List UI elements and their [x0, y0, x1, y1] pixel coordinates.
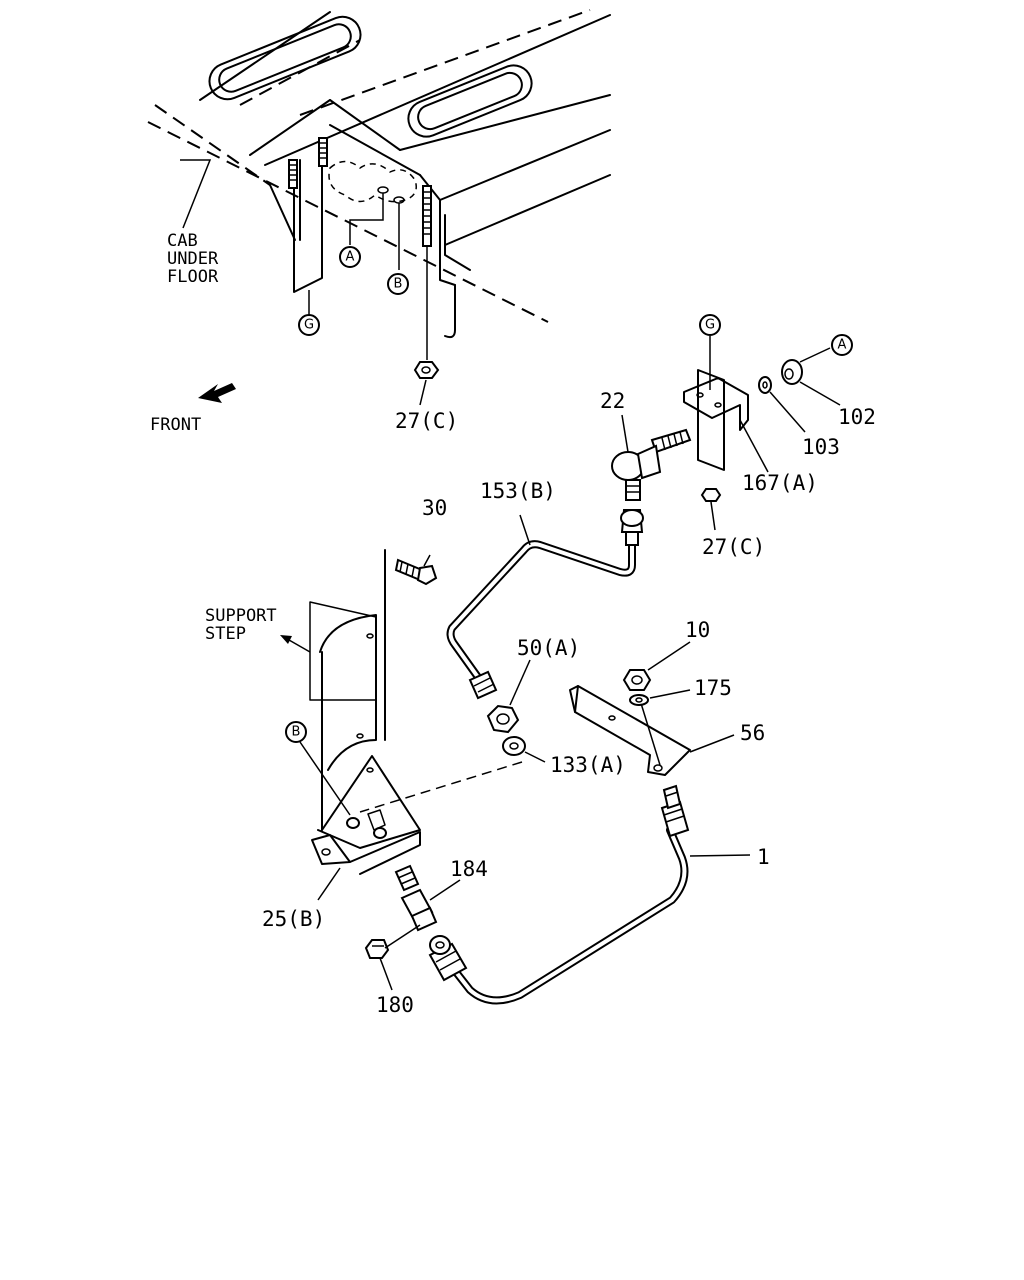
- ref-circle-g-top: G: [298, 314, 320, 336]
- part-label-153b: 153(B): [480, 479, 556, 503]
- part-label-1: 1: [757, 845, 770, 869]
- support-step-line2: STEP: [205, 624, 246, 644]
- part-label-180: 180: [376, 993, 414, 1017]
- flange-nut-27c-mid: [700, 488, 722, 531]
- part-label-102: 102: [838, 405, 876, 429]
- support-step-line1: SUPPORT: [205, 606, 277, 626]
- cab-leader: [180, 159, 212, 229]
- cab-label-line1: CAB: [167, 231, 198, 251]
- svg-text:A: A: [346, 250, 355, 265]
- washer-103: [758, 376, 806, 433]
- part-label-10: 10: [685, 618, 710, 642]
- front-arrow-icon: [198, 383, 236, 403]
- stud-mid: [318, 137, 328, 167]
- pipe-153b: [446, 509, 644, 700]
- washer-175: [629, 689, 691, 706]
- bolt-30: [394, 554, 438, 586]
- cab-label-line2: UNDER: [167, 249, 219, 269]
- nut-102: [781, 347, 841, 406]
- svg-text:G: G: [304, 318, 314, 333]
- part-label-175: 175: [694, 676, 732, 700]
- connector-22: [611, 414, 692, 501]
- part-label-133a: 133(A): [550, 753, 626, 777]
- ref-circle-g-bracket: G: [699, 314, 721, 336]
- nut-10: [622, 641, 691, 691]
- ref-circle-a-top: A: [339, 246, 361, 268]
- part-label-22: 22: [600, 389, 625, 413]
- part-label-27c-top: 27(C): [395, 409, 458, 433]
- support-step-arrow-icon: [280, 635, 311, 653]
- hose-1: [428, 784, 751, 1005]
- ref-circle-b-top: B: [387, 273, 409, 295]
- cab-label-line3: FLOOR: [167, 267, 219, 287]
- fitting-184: [394, 864, 461, 932]
- part-label-167a: 167(A): [742, 471, 818, 495]
- svg-text:B: B: [394, 277, 403, 292]
- part-label-25b: 25(B): [262, 907, 325, 931]
- part-label-50a: 50(A): [517, 636, 580, 660]
- svg-text:B: B: [292, 725, 301, 740]
- flange-nut-27c-top: [413, 361, 440, 406]
- ref-circle-a-nut: A: [831, 334, 853, 356]
- stud-left: [288, 159, 298, 189]
- front-label: FRONT: [150, 415, 201, 435]
- cab-under-floor-structure: [147, 9, 611, 360]
- support-step-bracket-25b: [299, 549, 421, 901]
- part-label-103: 103: [802, 435, 840, 459]
- washer-133a: [502, 736, 546, 763]
- part-label-27c-mid: 27(C): [702, 535, 765, 559]
- stud-right: [422, 185, 432, 247]
- nut-50a: [486, 659, 531, 734]
- part-label-30: 30: [422, 496, 447, 520]
- svg-text:G: G: [705, 318, 715, 333]
- part-label-56: 56: [740, 721, 765, 745]
- washer-133a-dashed-leader: [359, 761, 523, 813]
- svg-text:A: A: [838, 338, 847, 353]
- part-label-184: 184: [450, 857, 488, 881]
- bracket-167a: [683, 336, 769, 473]
- bracket-56: [569, 685, 735, 776]
- plug-180: [364, 924, 421, 991]
- ref-circle-b-step: B: [285, 721, 307, 743]
